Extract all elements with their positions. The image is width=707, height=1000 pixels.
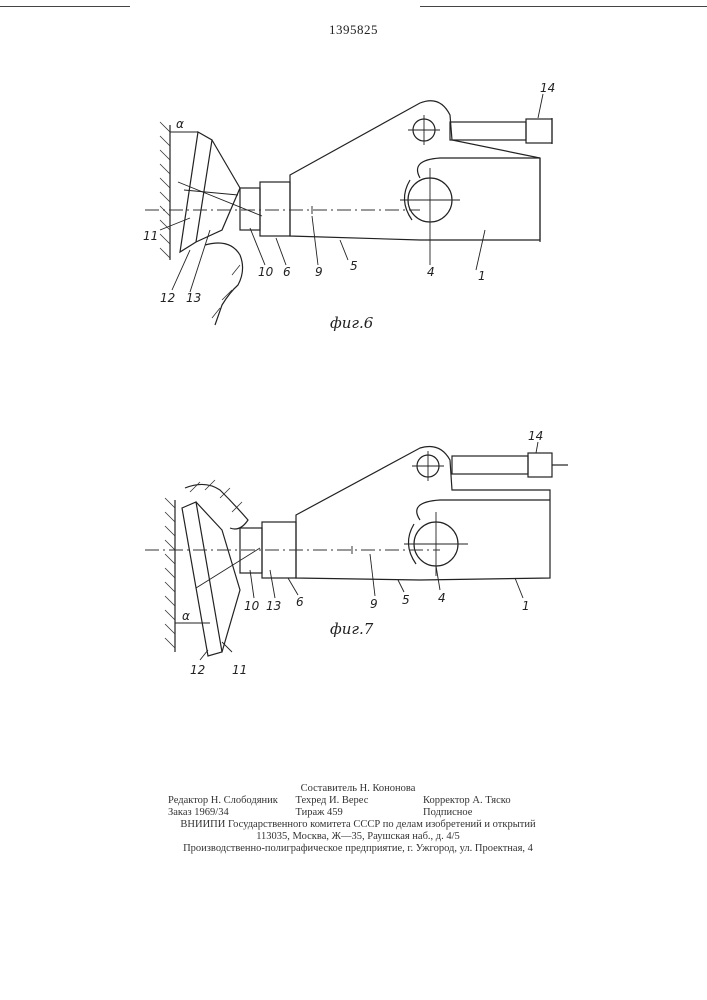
fig6-label-1: 1 — [478, 269, 486, 283]
fig6-label-10: 10 — [258, 265, 274, 279]
fig6-caption: фиг.6 — [330, 314, 374, 332]
fig6-alpha: α — [176, 117, 184, 131]
rock-outline — [205, 243, 243, 325]
fig6-label-13: 13 — [186, 291, 201, 305]
top-rule-right — [420, 6, 707, 7]
colophon-printer: Производственно-полиграфическое предприя… — [168, 843, 548, 855]
top-rule-left — [0, 6, 130, 7]
colophon-corrector: Корректор А. Тяско — [423, 795, 548, 807]
fig7-label-11: 11 — [232, 663, 247, 677]
colophon-institute: ВНИИПИ Государственного комитета СССР по… — [168, 819, 548, 831]
figure-7-drawing: α 10 13 6 9 5 4 1 12 11 14 фиг.7 — [0, 420, 707, 680]
arm-5-7 — [296, 447, 550, 581]
fig7-caption: фиг.7 — [330, 620, 374, 638]
fig7-label-14: 14 — [528, 429, 543, 443]
fig6-label-11: 11 — [143, 229, 158, 243]
fig6-label-9: 9 — [315, 265, 323, 279]
fig6-label-5: 5 — [350, 259, 358, 273]
fig7-label-12: 12 — [190, 663, 205, 677]
fig7-label-4: 4 — [438, 591, 446, 605]
colophon-order: Заказ 1969/34 — [168, 807, 293, 819]
fig6-label-14: 14 — [540, 81, 555, 95]
tool-head-7 — [182, 502, 222, 656]
fig7-label-13: 13 — [266, 599, 281, 613]
rod-14-7 — [452, 456, 528, 474]
wall-hatch — [160, 122, 170, 260]
fig7-label-6: 6 — [296, 595, 304, 609]
rod-14 — [450, 122, 526, 140]
colophon: Составитель Н. Кононова Редактор Н. Слоб… — [168, 783, 548, 855]
shaft-10-7 — [240, 528, 262, 573]
fig7-label-10: 10 — [244, 599, 260, 613]
fig7-label-1: 1 — [522, 599, 530, 613]
fig7-label-9: 9 — [370, 597, 378, 611]
figure-6-drawing: α 11 12 13 10 6 9 5 4 1 14 фиг.6 — [0, 70, 707, 340]
fig6-label-4: 4 — [427, 265, 435, 279]
colophon-editor: Редактор Н. Слободяник — [168, 795, 293, 807]
rock-outline-7 — [185, 484, 248, 529]
fig7-alpha: α — [182, 609, 190, 623]
bushing-6 — [260, 182, 290, 236]
colophon-subscription: Подписное — [423, 807, 548, 819]
colophon-circulation: Тираж 459 — [296, 807, 421, 819]
colophon-compiler: Составитель Н. Кононова — [168, 783, 548, 795]
fig6-label-12: 12 — [160, 291, 175, 305]
shaft-10 — [240, 188, 260, 230]
wall-hatch-7 — [165, 498, 175, 652]
fig7-label-5: 5 — [402, 593, 410, 607]
colophon-techred: Техред И. Верес — [296, 795, 421, 807]
colophon-address: 113035, Москва, Ж—35, Раушская наб., д. … — [168, 831, 548, 843]
page-number: 1395825 — [0, 22, 707, 38]
fig6-label-6: 6 — [283, 265, 291, 279]
